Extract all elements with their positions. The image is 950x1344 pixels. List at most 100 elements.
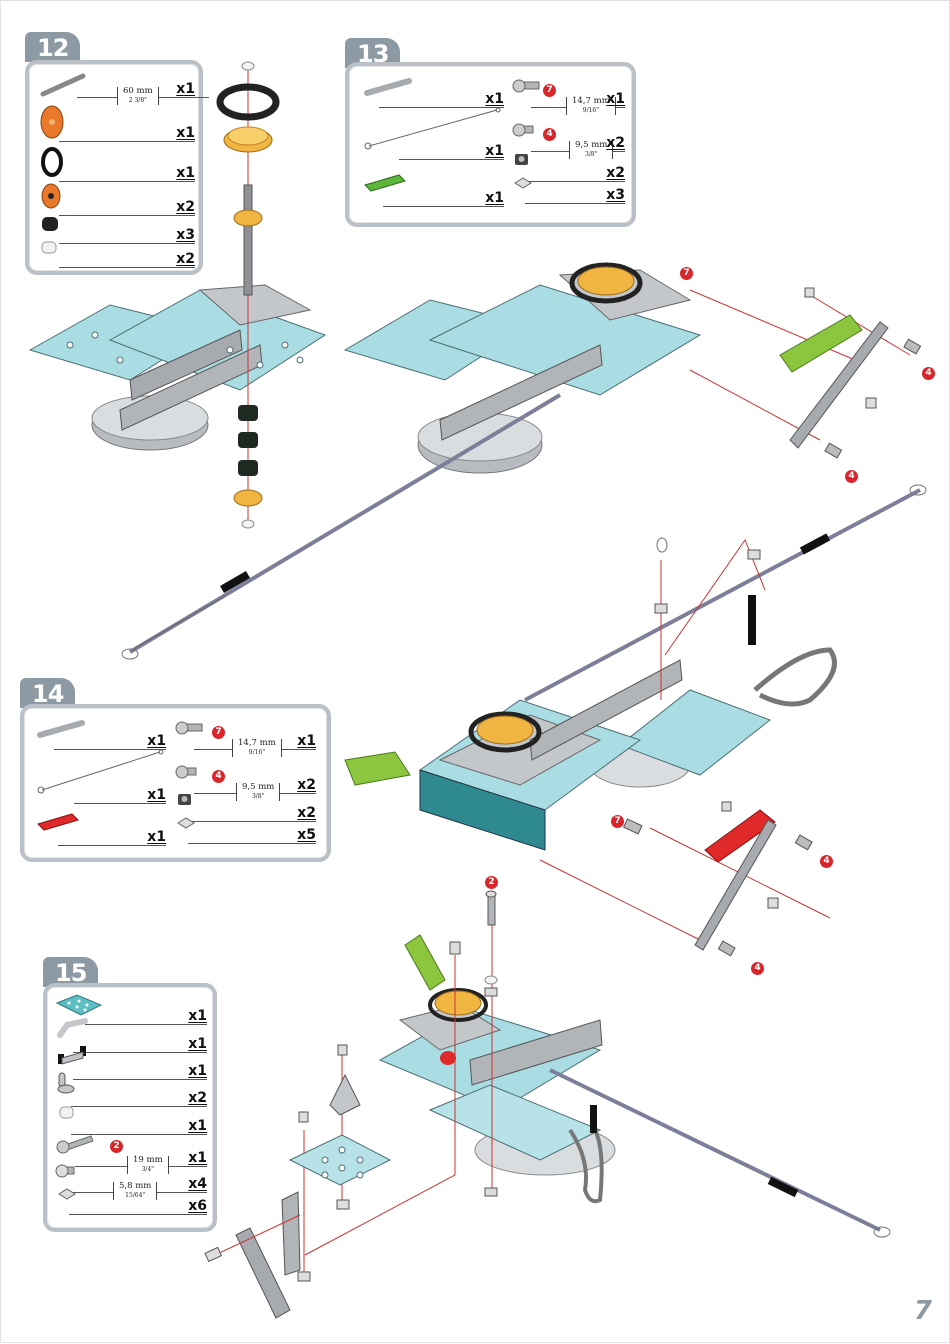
- part-row: x2: [174, 794, 316, 822]
- red-connector-icon: [37, 813, 79, 831]
- step-12-assembly: [28, 61, 327, 529]
- part-quantity: x1: [176, 81, 195, 97]
- step-13-assembly: [121, 262, 922, 660]
- part-quantity: x2: [606, 135, 625, 151]
- double-bracket-icon: [58, 1046, 86, 1065]
- angle-bracket-icon: [57, 1072, 75, 1094]
- square-nut-icon: [514, 177, 532, 189]
- cable-icon: [364, 107, 501, 150]
- angled-strip-icon: [57, 1018, 88, 1038]
- part-row: x1: [34, 720, 166, 750]
- part-quantity: x1: [485, 91, 504, 107]
- part-quantity: x2: [606, 165, 625, 181]
- part-quantity: x3: [176, 227, 195, 243]
- part-quantity: x1: [188, 1063, 207, 1079]
- part-row: x6: [55, 1188, 207, 1215]
- part-quantity: x5: [297, 827, 316, 843]
- step-number-badge: 12: [25, 32, 81, 62]
- part-rule: [59, 141, 195, 142]
- part-quantity: x1: [188, 1008, 207, 1024]
- part-rule: [85, 1024, 207, 1025]
- square-nut-icon: [58, 1188, 76, 1200]
- part-rule: [73, 1052, 207, 1053]
- part-rule: [399, 159, 504, 160]
- bolt-number-callout: 4: [212, 770, 225, 783]
- part-row: x5: [174, 817, 316, 844]
- bolt-icon: [512, 123, 534, 137]
- part-quantity: x1: [147, 787, 166, 803]
- large-pulley-icon: [40, 105, 64, 139]
- callout-bolt-7: 7: [611, 815, 624, 828]
- part-rule: [188, 843, 316, 844]
- part-row: x1: [55, 1106, 207, 1135]
- part-quantity: x1: [485, 143, 504, 159]
- step-15: 15 x1 x1 x1 x2 x1 2: [43, 957, 218, 1233]
- part-row: x3: [37, 217, 195, 244]
- page-number: 7: [913, 1296, 932, 1326]
- black-spacer-icon: [42, 217, 58, 231]
- step-14-assembly: [344, 484, 927, 957]
- rubber-tyre-ring-icon: [41, 147, 63, 177]
- part-quantity: x1: [188, 1150, 207, 1166]
- part-quantity: x1: [176, 125, 195, 141]
- small-pulley-icon: [41, 183, 61, 209]
- part-row: x1: [359, 174, 504, 207]
- part-row: x1: [34, 813, 166, 846]
- flat-strip-icon: [364, 78, 412, 96]
- bolt-number-callout: 2: [110, 1140, 123, 1153]
- part-rule: [58, 845, 166, 846]
- green-connector-icon: [364, 174, 406, 192]
- part-row: x1: [359, 107, 504, 160]
- callout-bolt-2: 2: [485, 876, 498, 889]
- part-row: x3: [511, 177, 625, 204]
- part-quantity: x6: [188, 1198, 207, 1214]
- part-row: x2: [37, 183, 195, 216]
- bolt-icon: [175, 721, 203, 735]
- part-row: x1: [34, 749, 166, 804]
- part-quantity: x1: [188, 1118, 207, 1134]
- part-row: x1: [37, 105, 195, 142]
- part-quantity: x1: [147, 829, 166, 845]
- square-plate-icon: [55, 994, 103, 1016]
- callout-bolt-4: 4: [922, 367, 935, 380]
- part-rule: [383, 206, 504, 207]
- step-number-badge: 15: [43, 957, 99, 987]
- long-bolt-icon: [56, 1135, 94, 1154]
- part-row: x1: [55, 1046, 207, 1080]
- part-rule: [59, 267, 195, 268]
- part-quantity: x2: [176, 251, 195, 267]
- part-rule: [525, 181, 625, 182]
- step-15-assembly: [204, 890, 891, 1319]
- white-collar-icon: [59, 1106, 74, 1119]
- axle-rod-icon: [40, 73, 86, 97]
- part-quantity: x2: [188, 1090, 207, 1106]
- callout-bolt-4: 4: [845, 470, 858, 483]
- part-row: x2: [511, 154, 625, 182]
- part-quantity: x1: [297, 733, 316, 749]
- part-rule: [71, 1106, 207, 1107]
- part-quantity: x1: [188, 1036, 207, 1052]
- part-rule: [73, 1079, 207, 1080]
- callout-bolt-7: 7: [680, 267, 693, 280]
- part-rule: [59, 215, 195, 216]
- part-rule: [379, 107, 504, 108]
- part-quantity: x2: [297, 777, 316, 793]
- part-quantity: x1: [176, 165, 195, 181]
